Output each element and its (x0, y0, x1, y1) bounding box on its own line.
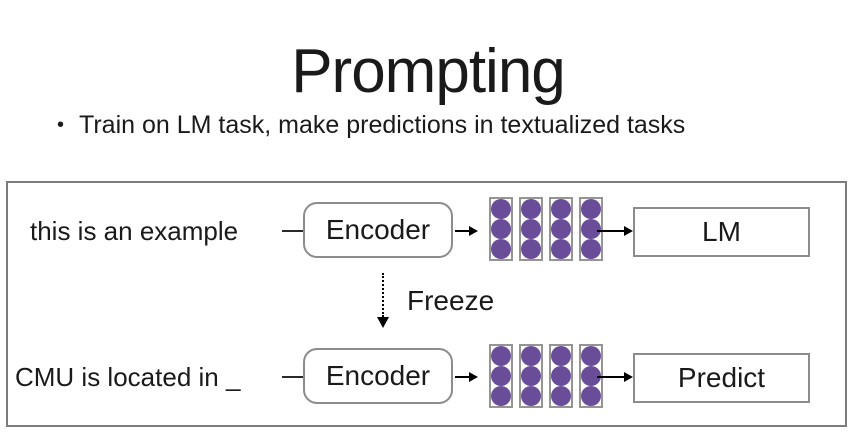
embedding-dot (581, 346, 601, 366)
embedding-dot (491, 366, 511, 386)
row1-connector-tick (282, 230, 303, 232)
row2-input-text: CMU is located in _ (15, 362, 241, 392)
embedding-dot (521, 346, 541, 366)
embedding-dot (521, 219, 541, 239)
bullet-item: • Train on LM task, make predictions in … (57, 111, 685, 140)
embedding-dot (491, 219, 511, 239)
embedding-dot (491, 386, 511, 406)
row2-arrow-to-output-icon (597, 372, 633, 382)
embedding-dot (491, 239, 511, 259)
embedding-dot (521, 366, 541, 386)
row1-input-text: this is an example (30, 216, 239, 246)
embedding-dot (551, 366, 571, 386)
embedding-dot (491, 199, 511, 219)
row2-connector-tick (282, 376, 303, 378)
embedding-dot (521, 239, 541, 259)
row2-encoder-label: Encoder (325, 360, 431, 391)
embedding-dot (581, 386, 601, 406)
row1-arrow-to-output-icon (597, 226, 633, 236)
row1-arrow-to-embeddings-icon (455, 226, 478, 236)
diagram-panel: this is an example Encoder LM Freeze CMU… (6, 181, 847, 427)
row2-embedding-grid (489, 344, 603, 408)
embedding-dot (581, 219, 601, 239)
embedding-dot (551, 219, 571, 239)
row1-encoder-box: Encoder (303, 202, 453, 258)
row1-output-label: LM (702, 216, 741, 247)
row2-encoder-box: Encoder (303, 348, 453, 404)
row2-arrow-to-embeddings-icon (455, 372, 478, 382)
embedding-dot (551, 386, 571, 406)
embedding-column (579, 197, 603, 261)
embedding-column (519, 197, 543, 261)
embedding-column (549, 197, 573, 261)
embedding-column (519, 344, 543, 408)
bullet-text: Train on LM task, make predictions in te… (79, 111, 686, 139)
slide-title: Prompting (291, 36, 566, 106)
embedding-column (549, 344, 573, 408)
embedding-dot (521, 199, 541, 219)
embedding-dot (581, 239, 601, 259)
embedding-dot (581, 366, 601, 386)
embedding-dot (491, 346, 511, 366)
embedding-dot (551, 346, 571, 366)
row1-encoder-label: Encoder (325, 214, 431, 245)
row2-output-label: Predict (677, 362, 766, 393)
embedding-dot (551, 239, 571, 259)
embedding-dot (521, 386, 541, 406)
embedding-column (489, 344, 513, 408)
embedding-dot (581, 199, 601, 219)
embedding-dot (551, 199, 571, 219)
embedding-column (489, 197, 513, 261)
bullet-icon: • (57, 114, 65, 136)
row1-output-box: LM (633, 207, 810, 257)
row1-embedding-grid (489, 197, 603, 261)
freeze-arrowhead-icon (377, 317, 389, 328)
freeze-dotted-arrow-icon (382, 273, 384, 317)
row2-output-box: Predict (633, 353, 810, 403)
freeze-label: Freeze (407, 285, 495, 316)
